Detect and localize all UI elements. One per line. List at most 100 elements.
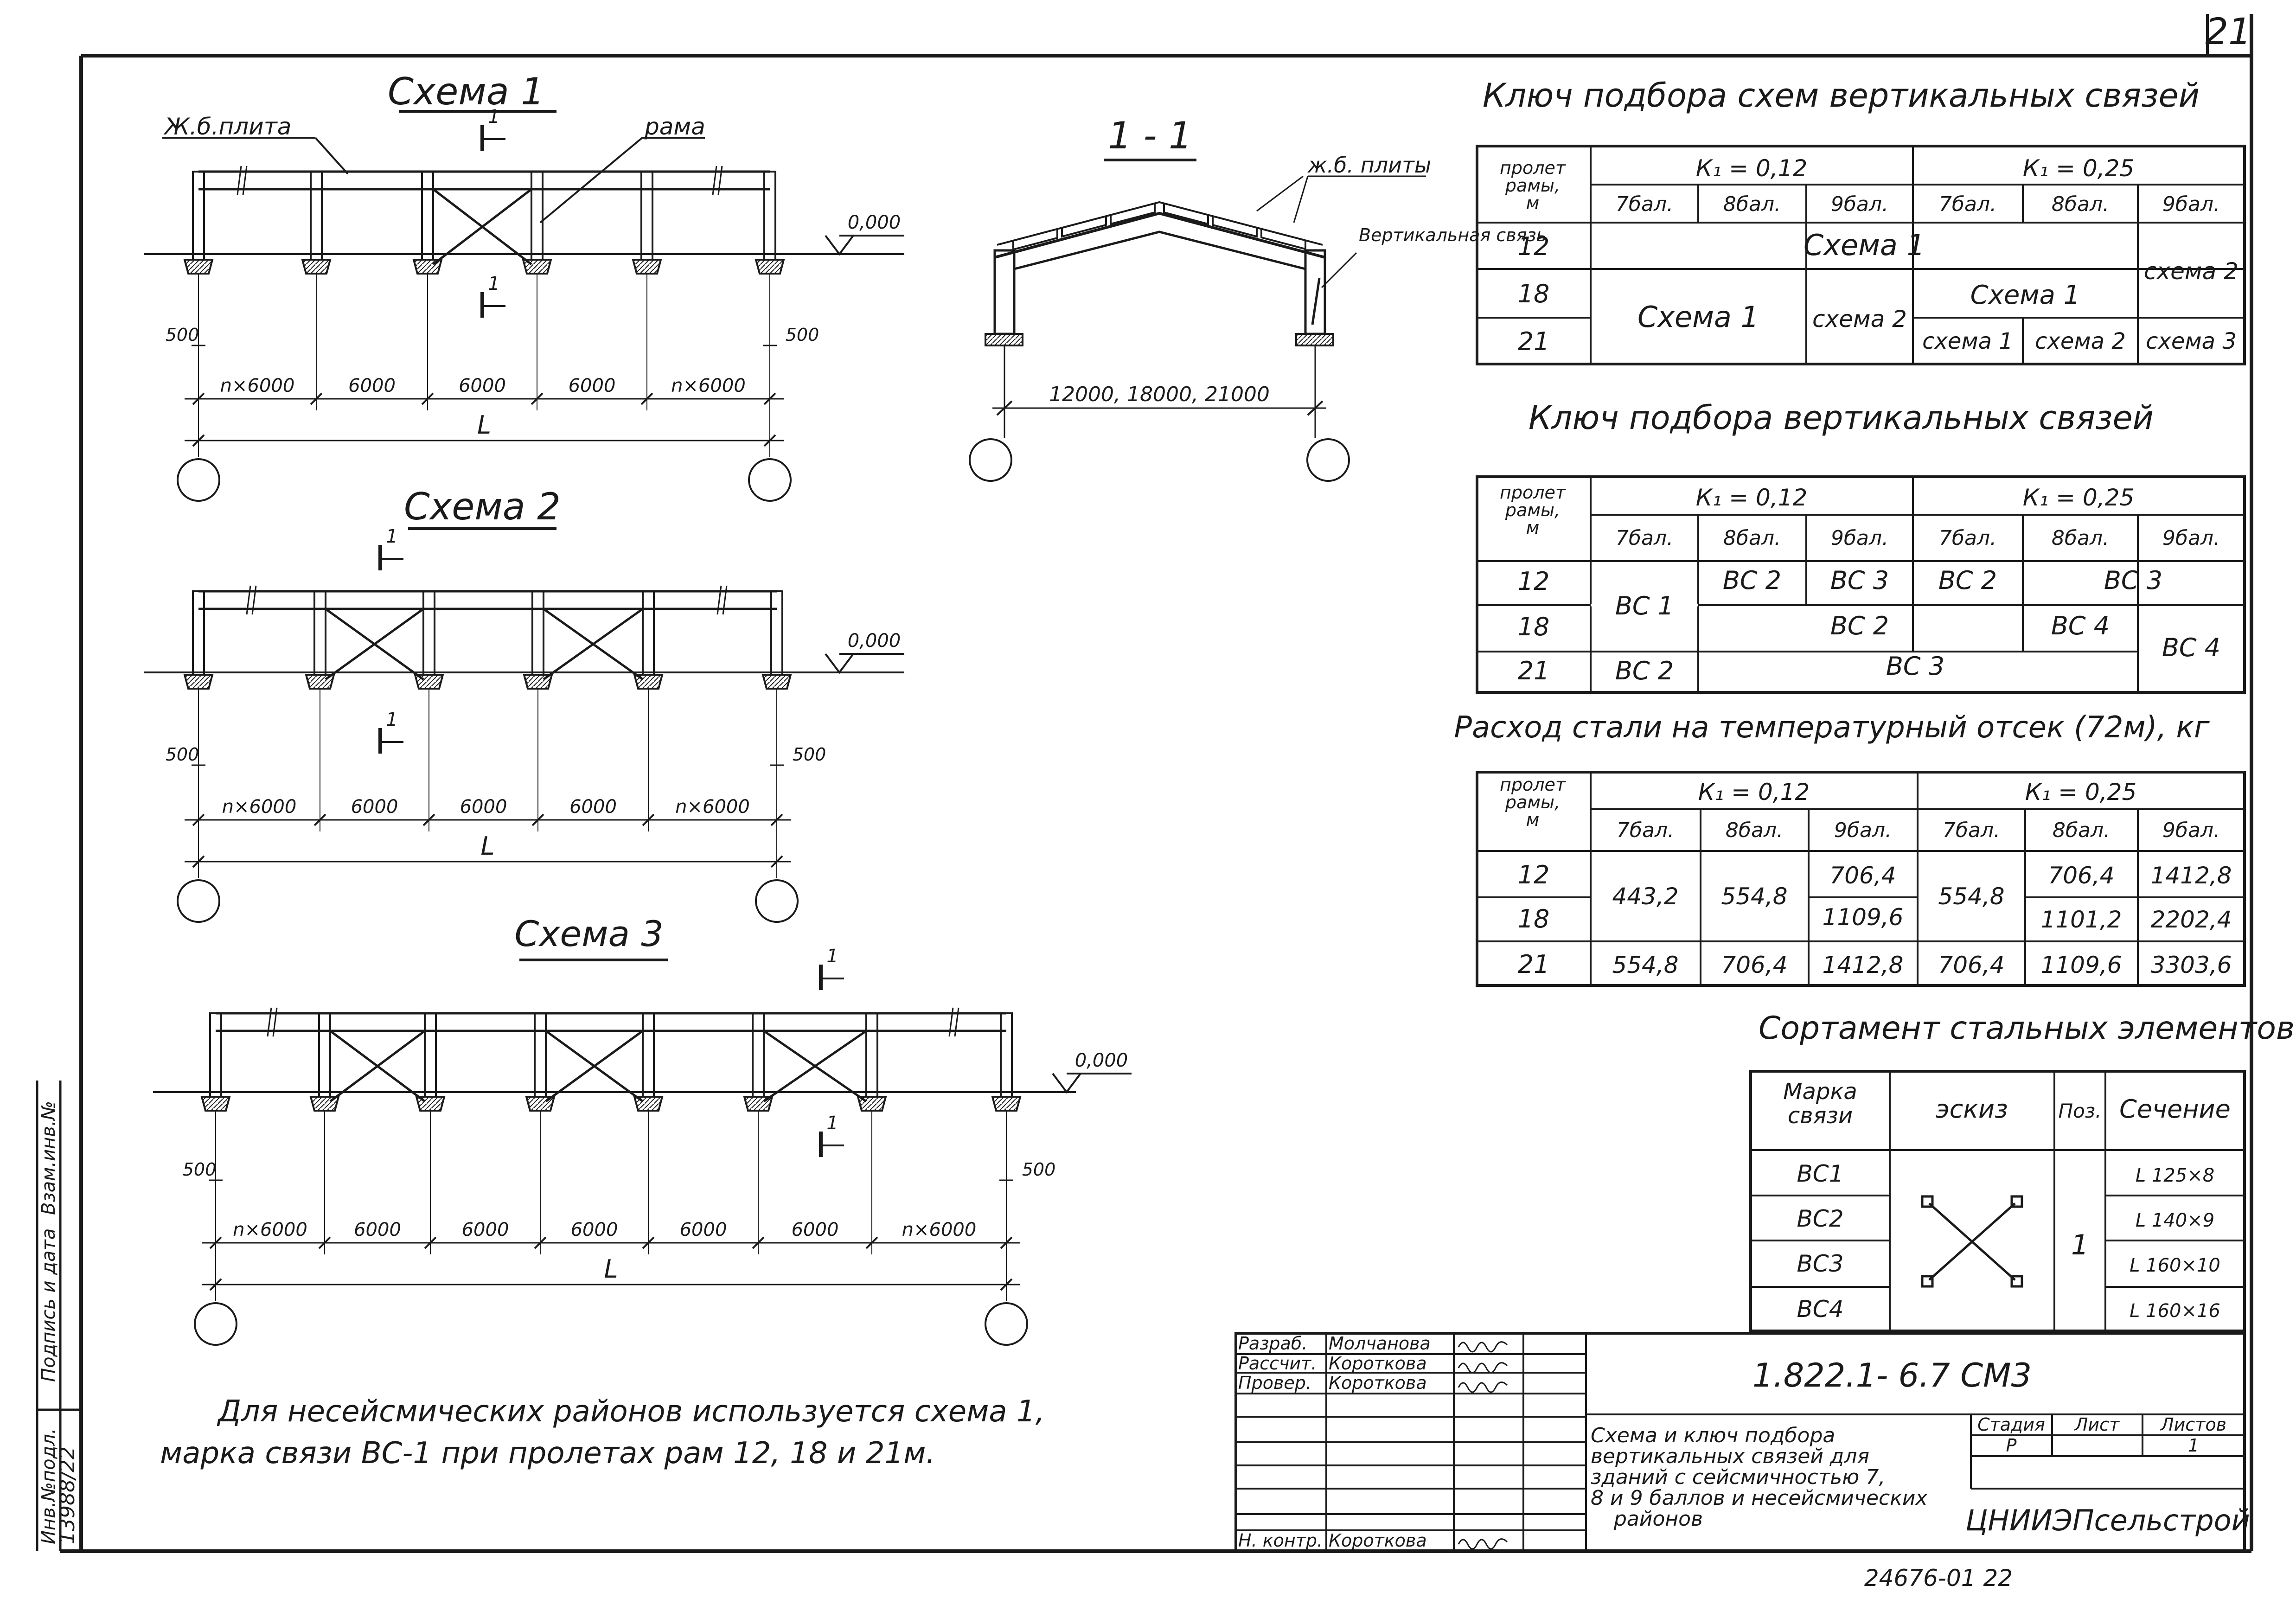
score-header: 7бал. — [1939, 526, 1996, 550]
span-label: 6000 — [354, 1219, 401, 1241]
offset-right: 500 — [793, 744, 826, 765]
score-header: 9бал. — [2162, 526, 2220, 550]
axis-bubble — [177, 458, 220, 502]
dim-tick — [421, 392, 434, 405]
footing — [755, 259, 785, 275]
span-label: 6000 — [569, 796, 617, 818]
column — [310, 171, 323, 261]
cut-number: 1 — [488, 106, 499, 128]
score-header: 8бал. — [2052, 192, 2109, 216]
cell: схема 3 — [2146, 328, 2237, 354]
break-mark — [272, 1007, 278, 1037]
break-mark — [237, 166, 242, 195]
inv-label: Инв.№подл. — [38, 1428, 59, 1544]
column — [192, 590, 205, 676]
k1-012: К₁ = 0,12 — [1696, 155, 1808, 182]
section-1-1: 1 - 1 ж.б. плиты Вертикальная связь 120 — [969, 114, 1547, 482]
column — [313, 590, 326, 676]
offset-left: 500 — [183, 1159, 217, 1180]
cell: 554,8 — [1938, 883, 2004, 910]
span-label: 6000 — [569, 375, 616, 396]
column-right — [1304, 249, 1326, 335]
dim-tick — [422, 813, 435, 826]
section-title: 1 - 1 — [1108, 114, 1192, 157]
column — [642, 1012, 655, 1098]
k1-025: К₁ = 0,25 — [2023, 155, 2135, 182]
name: Короткова — [1329, 1373, 1427, 1393]
dim-tick — [865, 1236, 878, 1249]
steel-section: L 125×8 — [2136, 1165, 2214, 1186]
score-header: 7бал. — [1939, 192, 1996, 216]
span-label: n×6000 — [675, 796, 750, 818]
frame-label: рама — [644, 113, 705, 140]
column — [424, 1012, 437, 1098]
score-header: 8бал. — [1726, 818, 1783, 842]
cut-number: 1 — [386, 526, 397, 547]
row-span: 18 — [1518, 612, 1550, 641]
description-line: зданий с сейсмичностью 7, — [1591, 1465, 1885, 1489]
cell: Схема 1 — [1637, 300, 1759, 334]
span-label: 6000 — [460, 796, 507, 818]
offset-left: 500 — [166, 744, 199, 765]
cross-brace — [763, 1030, 867, 1103]
cell: 1109,6 — [1823, 904, 1904, 931]
score-header: 7бал. — [1617, 818, 1674, 842]
cell: ВС 2 — [1723, 566, 1781, 595]
cell: 1412,8 — [1823, 952, 1904, 978]
footing — [632, 259, 662, 275]
cell: ВС 2 — [1615, 656, 1674, 685]
break-mark — [716, 585, 722, 615]
cell: ВС 3 — [2104, 566, 2162, 595]
note-line-2: марка связи ВС-1 при пролетах рам 12, 18… — [160, 1436, 935, 1471]
name: Короткова — [1329, 1530, 1427, 1551]
axis-bubble — [969, 438, 1012, 482]
span-label: 6000 — [571, 1219, 618, 1241]
span-label: 6000 — [680, 1219, 727, 1241]
dim-tick — [640, 392, 653, 405]
dim-tick — [192, 855, 205, 868]
row-span: 21 — [1518, 656, 1550, 685]
row-span: 12 — [1518, 232, 1550, 261]
replace-label: Взам.инв.№ — [38, 1101, 59, 1215]
drawing-number: 24676-01 22 — [1864, 1565, 2013, 1592]
axis-bubble — [748, 458, 792, 502]
span-label: 6000 — [462, 1219, 509, 1241]
offset-right: 500 — [1022, 1159, 1056, 1180]
description-line: Схема и ключ подбора — [1591, 1424, 1835, 1447]
column — [1000, 1012, 1013, 1098]
dim-tick — [763, 434, 776, 447]
header-sketch: эскиз — [1936, 1094, 2008, 1124]
brace-mark: ВС4 — [1797, 1296, 1843, 1323]
cell: 1412,8 — [2151, 862, 2232, 889]
span-label: n×6000 — [220, 375, 295, 396]
brace-label: Вертикальная связь — [1359, 225, 1547, 245]
cut-number: 1 — [826, 1113, 838, 1134]
break-mark — [251, 585, 257, 615]
header-pos: Поз. — [2059, 1100, 2102, 1122]
axis-bubble — [194, 1302, 237, 1346]
cell: ВС 4 — [2162, 633, 2220, 662]
organization: ЦНИИЭПсельстрой — [1965, 1503, 2250, 1537]
cross-brace — [325, 607, 424, 681]
cell: ВС 2 — [1938, 566, 1997, 595]
span-label: n×6000 — [233, 1219, 307, 1241]
drawing-code: 1.822.1- 6.7 СМ3 — [1752, 1356, 2032, 1394]
note: Для несейсмических районов используется … — [160, 1394, 1045, 1471]
slab-label: Ж.б.плита — [163, 113, 291, 140]
score-header: 8бал. — [2053, 818, 2110, 842]
column — [421, 171, 434, 261]
cut-number: 1 — [488, 273, 499, 294]
frame: 21 — [60, 11, 2253, 1553]
k1-025: К₁ = 0,25 — [2025, 779, 2137, 806]
cell: схема 2 — [2144, 258, 2238, 285]
column — [318, 1012, 331, 1098]
steel-section: L 160×16 — [2130, 1300, 2220, 1322]
cell: 554,8 — [1721, 883, 1787, 910]
span-label: n×6000 — [671, 375, 746, 396]
